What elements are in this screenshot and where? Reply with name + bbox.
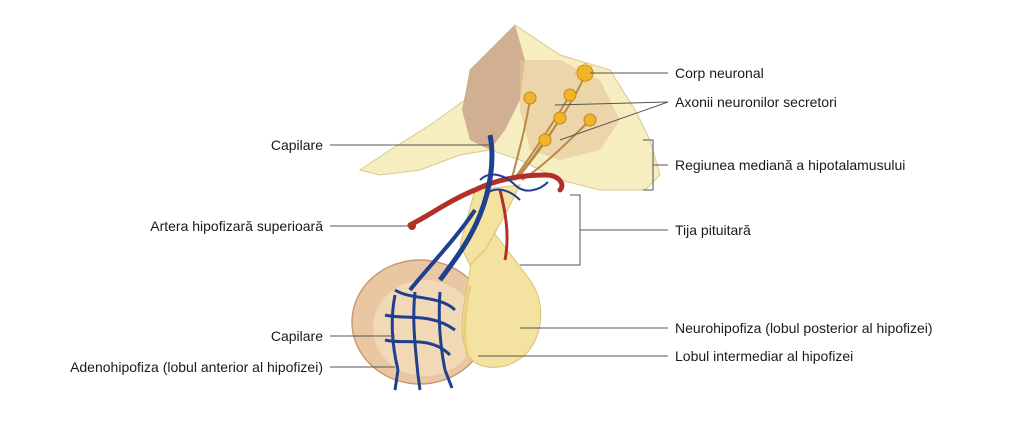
label-corp-neuronal: Corp neuronal xyxy=(675,65,764,81)
label-tija: Tija pituitară xyxy=(675,222,751,238)
neuron-body xyxy=(538,133,552,147)
neuron-body xyxy=(563,88,577,102)
neurohypophysis xyxy=(459,184,542,368)
anterior-lobe-inner xyxy=(373,280,477,376)
artery-stump xyxy=(408,222,416,230)
axon xyxy=(511,99,531,179)
label-adenohipofiza: Adenohipofiza (lobul anterior al hipofiz… xyxy=(70,359,323,375)
portal-vein xyxy=(408,208,477,292)
adenohypophysis xyxy=(351,259,489,385)
neuron-body xyxy=(553,111,567,125)
blood-vessels xyxy=(384,134,565,391)
capillary-network-median xyxy=(479,173,549,201)
portal-vein xyxy=(437,134,495,282)
artery-branch xyxy=(498,189,509,261)
axon xyxy=(517,117,561,179)
hypothalamus-wall xyxy=(462,25,525,150)
label-artera: Artera hipofizară superioară xyxy=(150,218,323,234)
pituitary-stalk xyxy=(459,184,521,266)
leader-axonii-1 xyxy=(554,101,669,106)
capillary-network-anterior xyxy=(384,288,457,391)
bracket-tija xyxy=(520,194,581,266)
neuron-body xyxy=(583,113,597,127)
label-neurohipofiza: Neurohipofiza (lobul posterior al hipofi… xyxy=(675,320,933,336)
neuron-body xyxy=(523,91,537,105)
label-axonii: Axonii neuronilor secretori xyxy=(675,94,837,110)
label-capilare-bottom: Capilare xyxy=(270,328,323,344)
hypothalamus xyxy=(358,24,661,191)
superior-hypophyseal-artery xyxy=(407,172,565,228)
label-capilare-top: Capilare xyxy=(270,137,323,153)
leader-axonii-2 xyxy=(559,101,669,141)
leader-lines xyxy=(330,72,669,368)
label-regiunea-mediana: Regiunea mediană a hipotalamusului xyxy=(675,157,906,173)
label-lobul-intermediar: Lobul intermediar al hipofizei xyxy=(675,348,854,364)
intermediate-lobe xyxy=(463,284,472,359)
